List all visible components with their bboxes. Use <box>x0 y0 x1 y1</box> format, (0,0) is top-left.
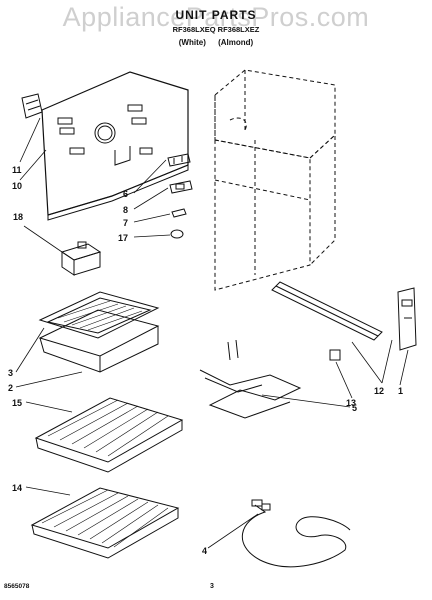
leader-lines <box>15 117 409 549</box>
bake-element <box>241 499 351 568</box>
callout-10: 10 <box>12 181 23 191</box>
callout-14: 14 <box>12 483 23 493</box>
footer-part-code: 8565078 <box>4 583 30 590</box>
callout-5: 5 <box>352 403 358 413</box>
callout-3: 3 <box>8 368 14 378</box>
callout-1: 1 <box>398 386 404 396</box>
callout-15: 15 <box>12 398 23 408</box>
oven-rack-upper <box>34 397 184 473</box>
callout-17: 17 <box>118 233 129 243</box>
color-almond: (Almond) <box>218 38 254 47</box>
bracket-parts <box>167 153 193 239</box>
callout-11: 11 <box>12 165 22 175</box>
side-rail <box>271 281 383 361</box>
side-panel <box>397 287 417 351</box>
oven-cavity-outline <box>214 69 336 291</box>
model-numbers: RF368LXEQ RF368LXEZ <box>172 25 260 34</box>
watermark: AppliancePartsPros.com <box>62 2 370 32</box>
callout-8: 8 <box>123 205 129 215</box>
page-number: 3 <box>210 583 214 590</box>
callout-7: 7 <box>123 218 129 228</box>
color-white: (White) <box>178 38 206 47</box>
callout-2: 2 <box>8 383 14 393</box>
rear-panel <box>41 71 189 221</box>
callout-6: 6 <box>123 189 129 199</box>
gasket-piece <box>21 93 43 119</box>
transformer-box <box>60 241 102 276</box>
color-variants: (White) (Almond) <box>0 38 432 47</box>
page-title: UNIT PARTS <box>175 8 257 22</box>
broil-element <box>199 339 302 419</box>
oven-rack-lower <box>30 487 180 559</box>
callout-18: 18 <box>13 212 24 222</box>
callout-4: 4 <box>202 546 208 556</box>
broiler-pan <box>38 291 160 373</box>
callout-13: 13 <box>346 398 357 408</box>
callout-12: 12 <box>374 386 385 396</box>
